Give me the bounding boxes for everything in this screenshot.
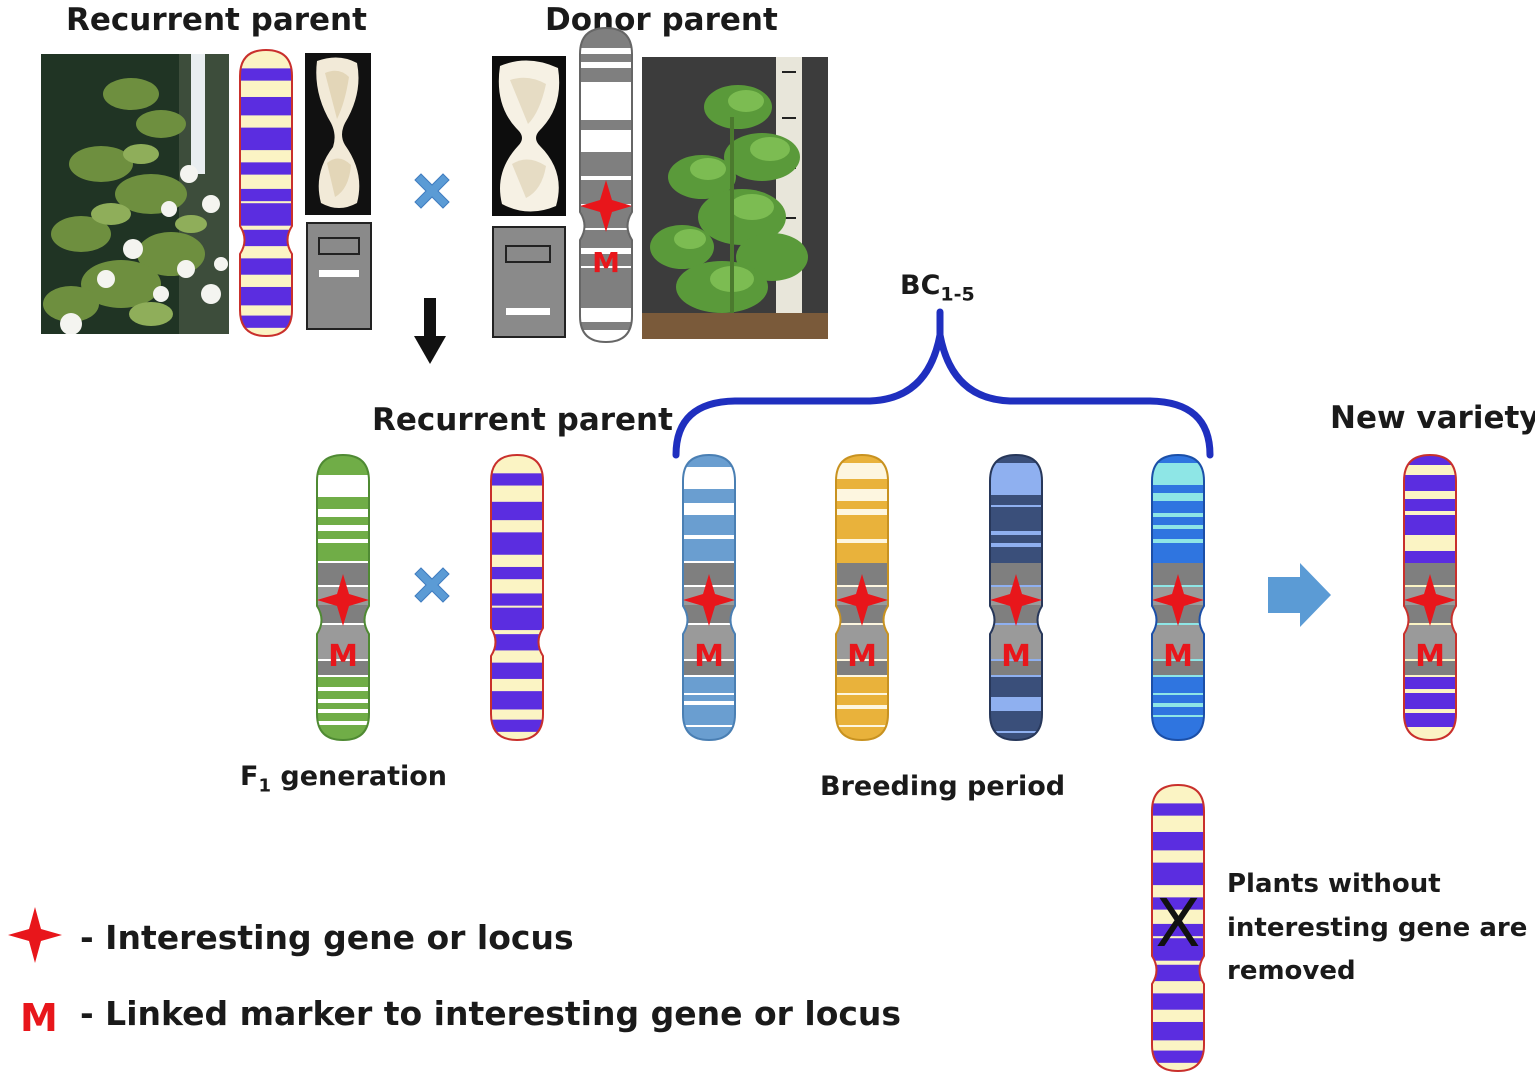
bc-chromosome-2: M	[835, 453, 889, 742]
removed-x-mark: X	[1155, 885, 1200, 962]
f1-chromosome: M	[316, 453, 370, 742]
f1-generation-label: F1 generation	[240, 761, 447, 796]
marker-letter: M	[1001, 639, 1031, 674]
marker-letter: M	[1163, 639, 1193, 674]
recurrent-parent-plant-photo	[41, 54, 229, 334]
recurrent-parent-chromosome-top	[239, 48, 293, 338]
removed-note-line-2: interesting gene are	[1227, 913, 1528, 943]
legend-marker-text: - Linked marker to interesting gene or l…	[80, 994, 902, 1033]
recurrent-parent-label: Recurrent parent	[372, 402, 673, 438]
cross-icon-mid	[414, 567, 450, 603]
gene-star-icon	[683, 574, 735, 626]
legend-star-text: - Interesting gene or locus	[80, 918, 574, 957]
bc-chromosome-1: M	[682, 453, 736, 742]
bc-bracket	[672, 334, 1214, 459]
f1-subscript: 1	[258, 775, 271, 797]
legend-marker-symbol: M	[20, 996, 58, 1040]
bc-chromosome-3: M	[989, 453, 1043, 742]
donor-parent-chromosome: M	[579, 26, 633, 344]
gene-star-icon	[1404, 574, 1456, 626]
f1-suffix: generation	[270, 761, 448, 792]
gene-star-icon	[836, 574, 888, 626]
legend-star-icon	[8, 907, 62, 963]
removed-note-line-3: removed	[1227, 956, 1356, 986]
bc-chromosome-4: M	[1151, 453, 1205, 742]
recurrent-parent-gel-image	[306, 222, 372, 330]
breeding-period-label: Breeding period	[820, 771, 1066, 802]
bc-label-main: BC	[900, 270, 941, 301]
recurrent-parent-fiber-photo	[305, 53, 371, 215]
new-variety-chromosome: M	[1403, 453, 1457, 742]
gene-star-icon	[317, 574, 369, 626]
marker-letter: M	[1415, 639, 1445, 674]
marker-letter: M	[847, 639, 877, 674]
marker-letter: M	[694, 639, 724, 674]
gene-star-icon	[1152, 574, 1204, 626]
down-arrow-icon	[412, 298, 448, 368]
bc-generations-label: BC1-5	[900, 270, 975, 305]
right-arrow-icon	[1268, 563, 1331, 627]
removed-note-line-1: Plants without	[1227, 869, 1441, 899]
donor-parent-title: Donor parent	[545, 2, 778, 38]
marker-letter: M	[328, 639, 358, 674]
marker-letter: M	[592, 246, 620, 279]
cross-icon	[411, 170, 453, 212]
new-variety-label: New variety	[1330, 400, 1535, 436]
recurrent-parent-title: Recurrent parent	[66, 2, 367, 38]
donor-parent-plant-photo	[642, 57, 828, 339]
f1-prefix: F	[240, 761, 259, 792]
gene-star-icon	[580, 180, 632, 232]
recurrent-parent-chromosome-mid	[490, 453, 544, 742]
bc-label-subscript: 1-5	[940, 283, 975, 306]
gene-star-icon	[990, 574, 1042, 626]
removed-plant-chromosome	[1151, 783, 1205, 1073]
donor-parent-fiber-photo	[492, 56, 566, 216]
donor-parent-gel-image	[492, 226, 566, 338]
